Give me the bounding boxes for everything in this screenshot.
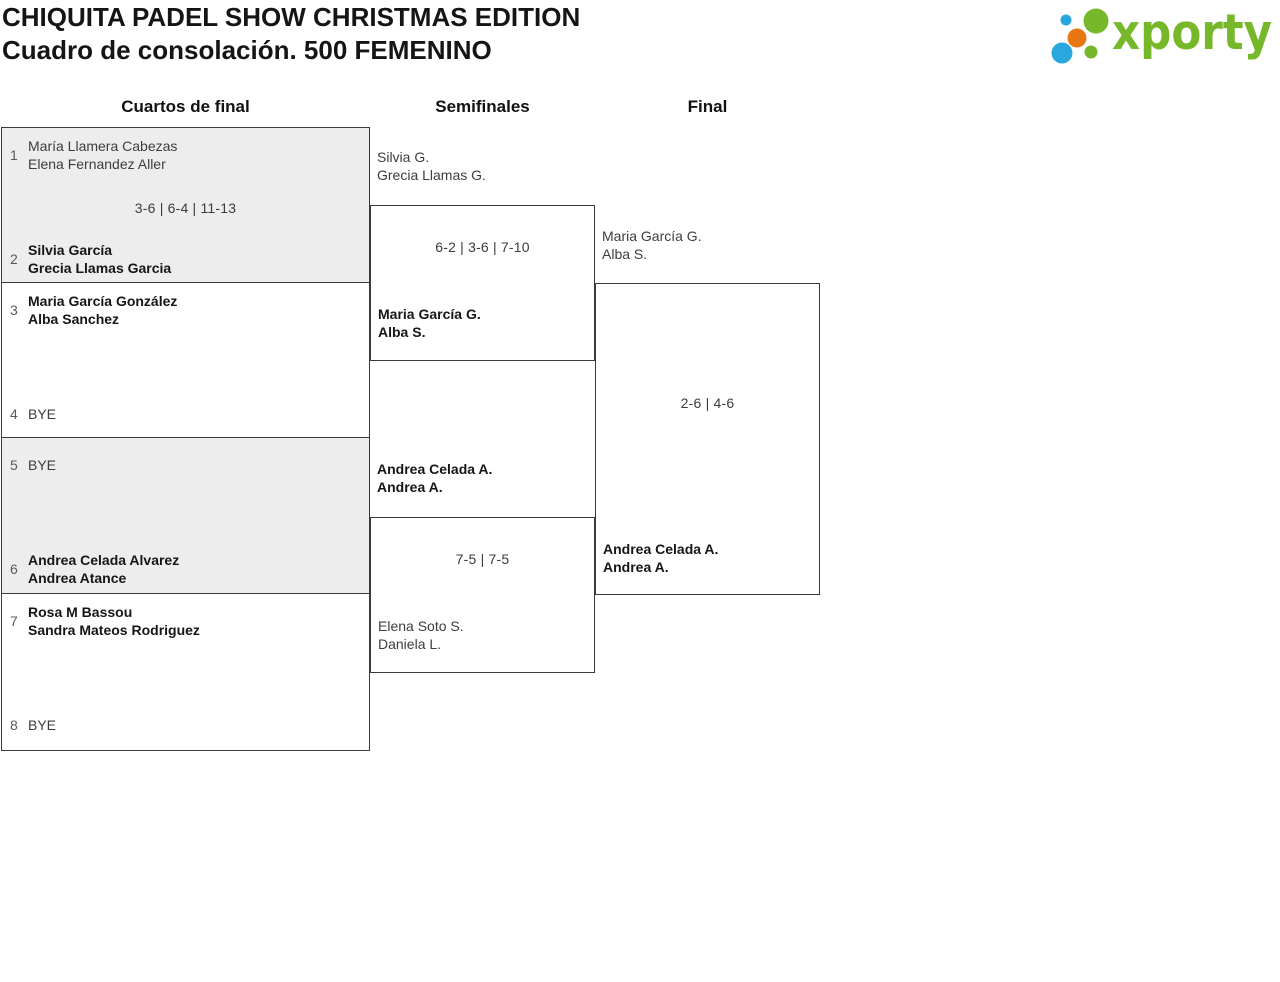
match-box-sf2[interactable]: 7-5 | 7-5 Elena Soto S. Daniela L. <box>370 517 595 673</box>
round-header-final: Final <box>687 97 728 116</box>
match-box-qf4[interactable]: 7 Rosa M Bassou Sandra Mateos Rodriguez … <box>1 593 370 751</box>
match-score: 2-6 | 4-6 <box>680 395 735 411</box>
team-names: Rosa M Bassou Sandra Mateos Rodriguez <box>28 604 200 638</box>
match-box-qf1[interactable]: 1 María Llamera Cabezas Elena Fernandez … <box>1 127 370 283</box>
team-row: 2 Silvia García Grecia Llamas Garcia <box>2 241 369 277</box>
seed-number: 3 <box>10 302 18 318</box>
draw-subtitle: Cuadro de consolación. 500 FEMENINO <box>2 35 492 65</box>
xporty-logo[interactable]: xporty <box>1048 2 1278 77</box>
seed-number: 6 <box>10 561 18 577</box>
match-box-final[interactable]: 2-6 | 4-6 Andrea Celada A. Andrea A. <box>595 283 820 595</box>
seed-number: 5 <box>10 457 18 473</box>
team-names: Andrea Celada Alvarez Andrea Atance <box>28 552 180 586</box>
sf1-winner-label: Maria García G. Alba S. <box>378 306 481 340</box>
final-winner-label: Andrea Celada A. Andrea A. <box>603 541 719 575</box>
sf2-entrant-top-label: Andrea Celada A. Andrea A. <box>377 461 493 495</box>
round-header-semifinales: Semifinales <box>435 97 530 116</box>
team-names: Maria García González Alba Sanchez <box>28 293 178 327</box>
team-names: BYE <box>28 717 57 733</box>
sf2-bottom-entrant-label: Elena Soto S. Daniela L. <box>378 618 464 652</box>
match-box-sf1[interactable]: 6-2 | 3-6 | 7-10 Maria García G. Alba S. <box>370 205 595 361</box>
team-names: BYE <box>28 406 57 422</box>
team-row: 1 María Llamera Cabezas Elena Fernandez … <box>2 137 369 173</box>
match-score: 3-6 | 6-4 | 11-13 <box>134 200 237 216</box>
team-row: 7 Rosa M Bassou Sandra Mateos Rodriguez <box>2 603 369 639</box>
team-names: BYE <box>28 457 57 473</box>
team-names: Silvia García Grecia Llamas Garcia <box>28 242 172 276</box>
team-row: 5 BYE <box>2 447 369 483</box>
match-box-qf3[interactable]: 5 BYE 6 Andrea Celada Alvarez Andrea Ata… <box>1 437 370 594</box>
seed-number: 7 <box>10 613 18 629</box>
match-score: 7-5 | 7-5 <box>455 551 510 567</box>
team-row: 6 Andrea Celada Alvarez Andrea Atance <box>2 551 369 587</box>
seed-number: 2 <box>10 251 18 267</box>
page-title: CHIQUITA PADEL SHOW CHRISTMAS EDITION Cu… <box>2 1 580 67</box>
final-entrant-top-label: Maria García G. Alba S. <box>602 228 702 262</box>
team-row: 4 BYE <box>2 396 369 432</box>
seed-number: 8 <box>10 717 18 733</box>
team-row: 8 BYE <box>2 707 369 743</box>
xporty-logo-graphic: xporty <box>1051 4 1272 64</box>
logo-dots-icon <box>1051 8 1109 64</box>
seed-number: 4 <box>10 406 18 422</box>
match-box-qf2[interactable]: 3 Maria García González Alba Sanchez 4 B… <box>1 282 370 438</box>
seed-number: 1 <box>10 147 18 163</box>
sf1-entrant-top-label: Silvia G. Grecia Llamas G. <box>377 149 486 183</box>
team-names: María Llamera Cabezas Elena Fernandez Al… <box>28 138 178 172</box>
round-header-cuartos-de-final: Cuartos de final <box>121 97 250 116</box>
match-score: 6-2 | 3-6 | 7-10 <box>435 239 530 255</box>
tournament-title: CHIQUITA PADEL SHOW CHRISTMAS EDITION <box>2 2 581 32</box>
team-row: 3 Maria García González Alba Sanchez <box>2 292 369 328</box>
logo-wordmark: xporty <box>1112 4 1272 61</box>
